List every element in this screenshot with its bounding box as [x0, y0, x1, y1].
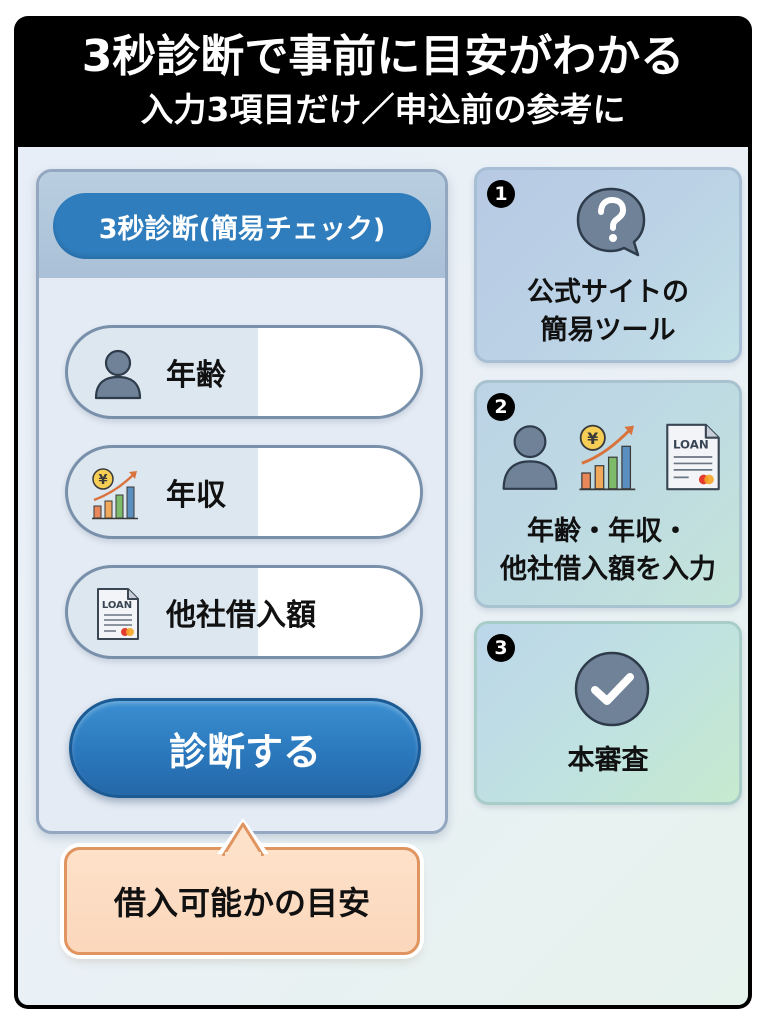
step-2-text: 年齢・年収・ 他社借入額を入力 [500, 516, 716, 585]
loan-document-icon: LOAN [97, 588, 139, 640]
loan-document-icon: LOAN [666, 423, 720, 491]
panel-header: 3秒診断(簡易チェック) [39, 172, 445, 278]
page-subtitle: 入力3項目だけ／申込前の参考に [140, 90, 626, 129]
svg-text:¥: ¥ [98, 473, 107, 488]
yen-growth-chart-icon: ¥ [579, 424, 636, 491]
svg-text:LOAN: LOAN [102, 600, 132, 611]
callout-text: 借入可能かの目安 [113, 884, 370, 922]
step-number-badge: 1 [487, 180, 515, 208]
step-card-2: 2 ¥ LOAN [474, 380, 742, 608]
step-1-text: 公式サイトの 簡易ツール [527, 277, 689, 346]
income-input[interactable] [258, 448, 420, 536]
step-3-text: 本審査 [567, 745, 649, 776]
step-number-badge: 3 [487, 634, 515, 662]
person-icon [502, 425, 558, 490]
income-label: 年収 [166, 478, 226, 513]
diagnosis-panel: 3秒診断(簡易チェック) 年齢 [36, 169, 448, 834]
question-bubble-icon [576, 187, 646, 257]
income-field[interactable]: ¥ 年収 [65, 445, 423, 539]
svg-text:¥: ¥ [587, 429, 598, 448]
panel-title: 3秒診断(簡易チェック) [53, 193, 431, 259]
yen-growth-chart-icon: ¥ [92, 468, 138, 520]
checkmark-circle-icon [574, 651, 650, 727]
person-icon [94, 349, 142, 400]
result-callout: 借入可能かの目安 [64, 818, 420, 955]
svg-text:LOAN: LOAN [673, 437, 709, 451]
age-input[interactable] [258, 328, 420, 416]
step-number-badge: 2 [487, 393, 515, 421]
other-loans-field[interactable]: LOAN 他社借入額 [65, 565, 423, 659]
other-loans-input[interactable] [258, 568, 420, 656]
header: 3秒診断で事前に目安がわかる 入力3項目だけ／申込前の参考に [14, 16, 752, 147]
step-card-3: 3 本審査 [474, 621, 742, 805]
other-loans-label: 他社借入額 [166, 598, 316, 633]
page-title: 3秒診断で事前に目安がわかる [81, 31, 685, 82]
step-card-1: 1 公式サイトの 簡易ツール [474, 167, 742, 363]
diagnose-button[interactable]: 診断する [69, 698, 421, 798]
infographic-frame: 3秒診断で事前に目安がわかる 入力3項目だけ／申込前の参考に 3秒診断(簡易チェ… [14, 16, 752, 1009]
content-area: 3秒診断(簡易チェック) 年齢 [18, 147, 748, 1005]
age-label: 年齢 [166, 358, 226, 393]
age-field[interactable]: 年齢 [65, 325, 423, 419]
